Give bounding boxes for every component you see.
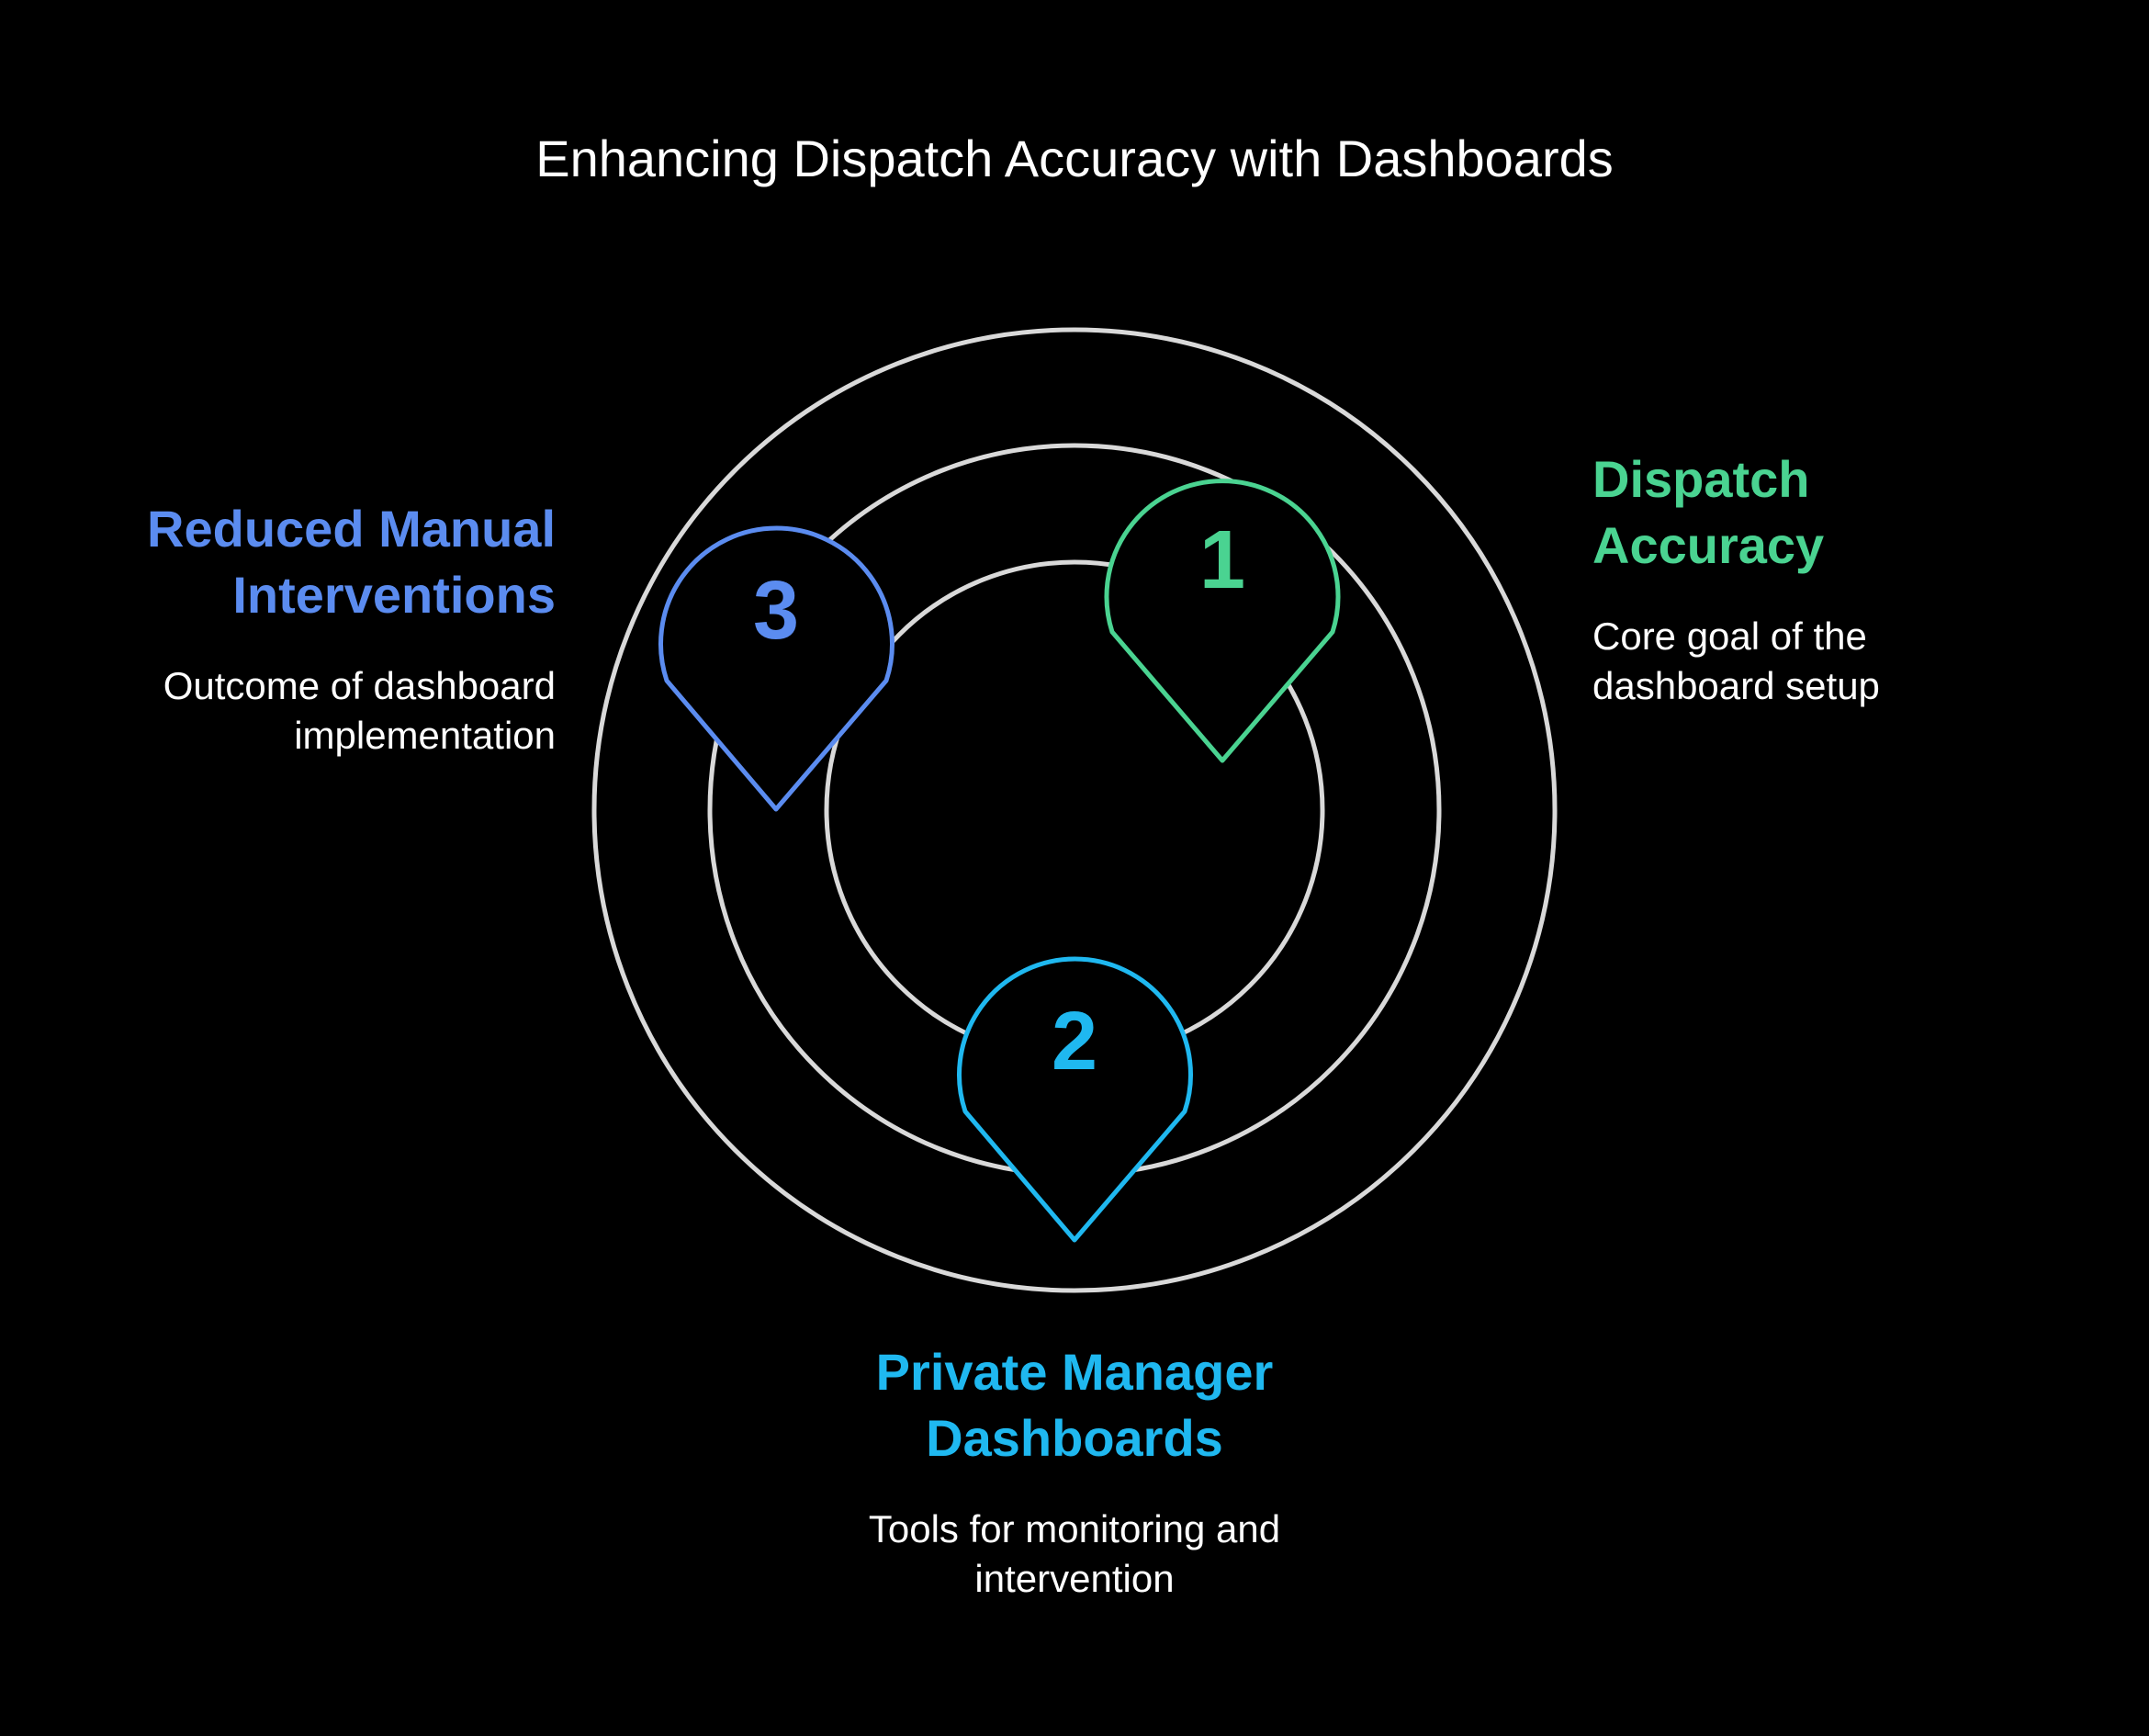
heading-line: Dispatch bbox=[1592, 450, 1810, 508]
map-pin-icon bbox=[1104, 479, 1341, 763]
marker-1-pin: 1 bbox=[1104, 479, 1341, 763]
label-description: Core goal of the dashboard setup bbox=[1592, 612, 2107, 711]
label-dispatch-accuracy: Dispatch Accuracy Core goal of the dashb… bbox=[1592, 446, 2107, 711]
heading-line: Dashboards bbox=[926, 1409, 1223, 1467]
heading-line: Private Manager bbox=[875, 1343, 1274, 1401]
outer-ring bbox=[591, 327, 1558, 1293]
desc-line: dashboard setup bbox=[1592, 664, 1880, 707]
desc-line: Core goal of the bbox=[1592, 614, 1867, 658]
desc-line: implementation bbox=[294, 714, 556, 757]
marker-3-pin: 3 bbox=[658, 525, 894, 812]
heading-line: Accuracy bbox=[1592, 516, 1825, 574]
label-description: Outcome of dashboard implementation bbox=[92, 661, 556, 761]
desc-line: Tools for monitoring and bbox=[868, 1507, 1281, 1550]
map-pin-icon bbox=[658, 525, 894, 812]
label-heading: Dispatch Accuracy bbox=[1592, 446, 2107, 579]
label-private-manager-dashboards: Private Manager Dashboards Tools for mon… bbox=[799, 1339, 1350, 1604]
label-description: Tools for monitoring and intervention bbox=[799, 1505, 1350, 1604]
heading-line: Reduced Manual bbox=[147, 500, 556, 558]
desc-line: Outcome of dashboard bbox=[163, 664, 556, 707]
marker-2-pin: 2 bbox=[957, 956, 1193, 1243]
label-reduced-manual-interventions: Reduced Manual Interventions Outcome of … bbox=[92, 496, 556, 761]
label-heading: Private Manager Dashboards bbox=[799, 1339, 1350, 1471]
desc-line: intervention bbox=[974, 1557, 1175, 1600]
label-heading: Reduced Manual Interventions bbox=[92, 496, 556, 628]
marker-3-number: 3 bbox=[753, 565, 799, 657]
marker-1-number: 1 bbox=[1199, 514, 1245, 606]
heading-line: Interventions bbox=[232, 566, 556, 624]
page-title: Enhancing Dispatch Accuracy with Dashboa… bbox=[535, 130, 1614, 187]
marker-2-number: 2 bbox=[1052, 996, 1097, 1088]
map-pin-icon bbox=[957, 956, 1193, 1243]
